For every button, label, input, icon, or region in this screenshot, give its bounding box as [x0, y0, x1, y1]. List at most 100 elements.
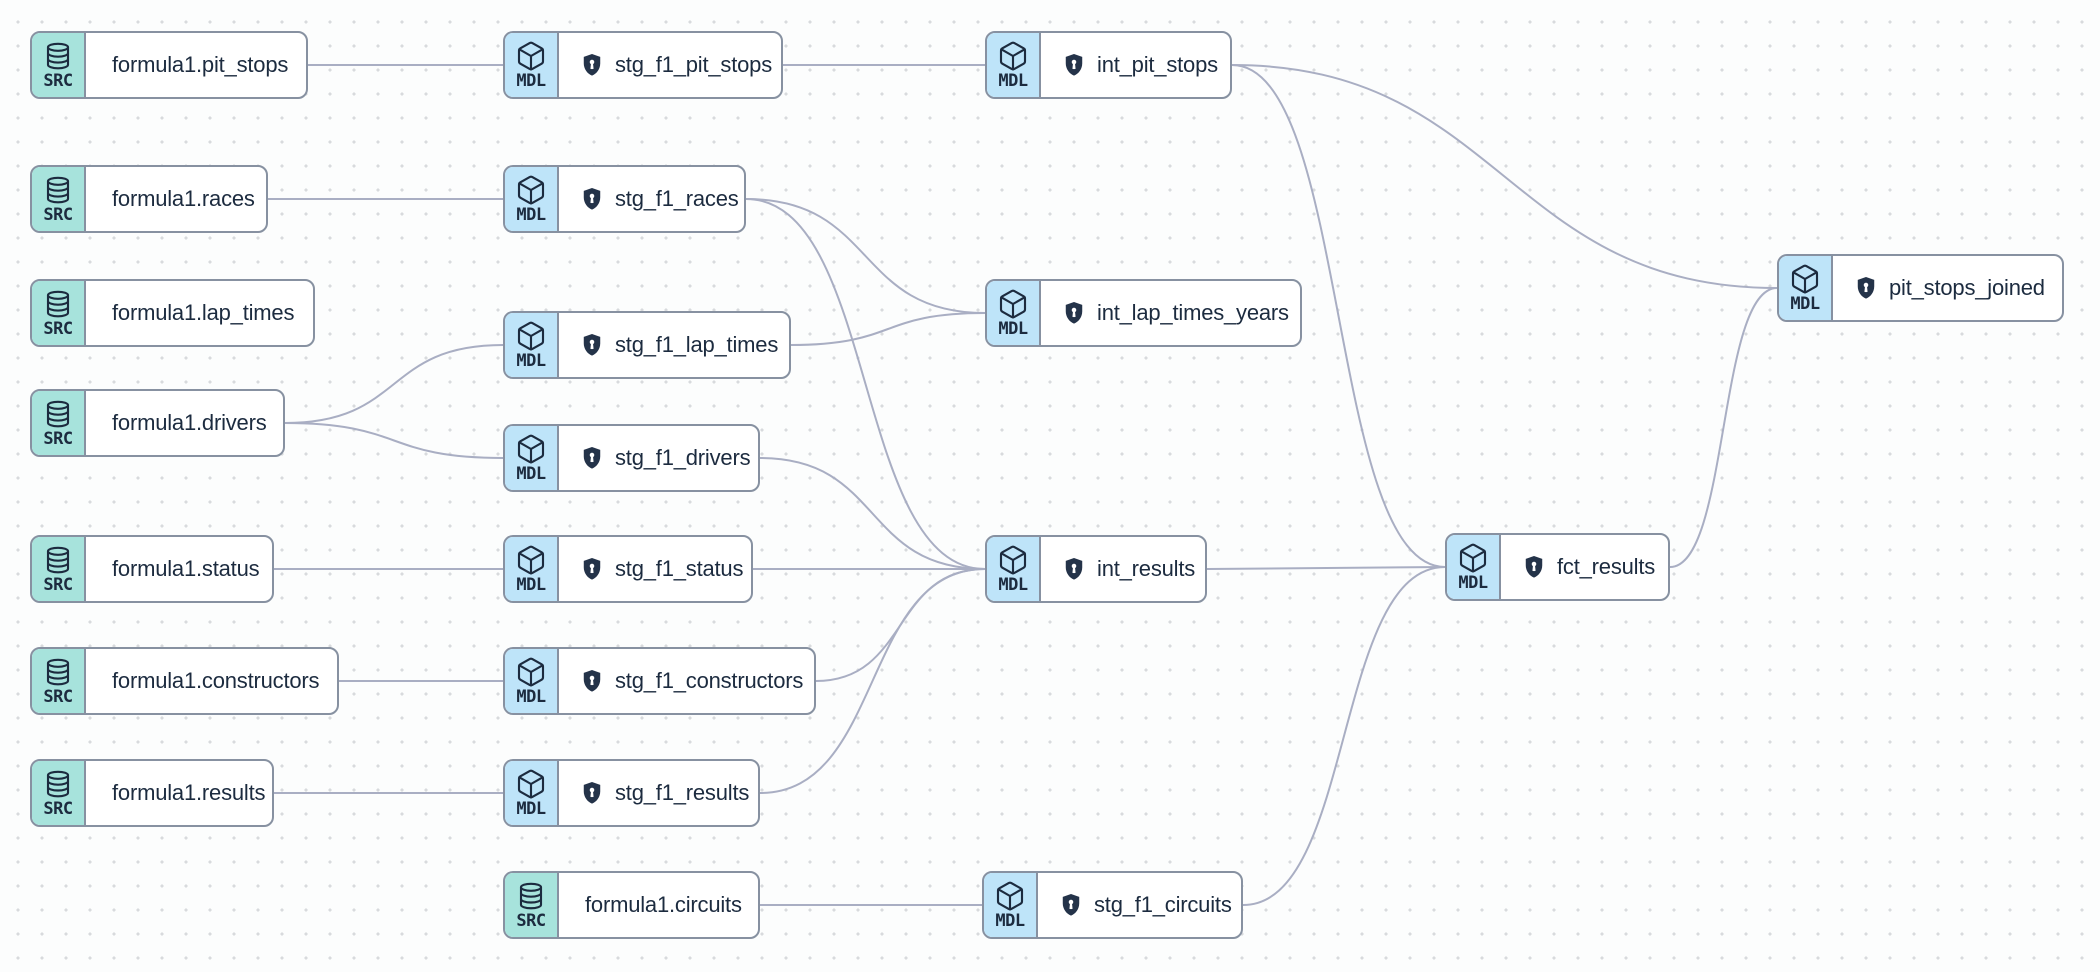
- node-label: formula1.drivers: [112, 410, 267, 435]
- edge-stg_f1_races-to-int_lap_times_years: [745, 198, 986, 314]
- node-body: formula1.races: [86, 167, 266, 231]
- type-badge-label: SRC: [516, 911, 546, 931]
- cube-icon: [517, 657, 545, 687]
- type-badge-label: MDL: [998, 575, 1028, 595]
- cube-icon: [999, 289, 1027, 319]
- database-icon: [46, 658, 70, 686]
- edge-stg_f1_races-to-int_results: [745, 198, 986, 570]
- lineage-node-stg_f1_lap_times[interactable]: MDL stg_f1_lap_times: [503, 311, 791, 379]
- cube-icon: [996, 881, 1024, 911]
- node-body: formula1.circuits: [559, 873, 758, 937]
- model-type-badge: MDL: [1447, 535, 1501, 599]
- node-label: int_lap_times_years: [1097, 300, 1289, 325]
- shield-lock-icon: [583, 669, 601, 692]
- node-body: int_lap_times_years: [1041, 281, 1300, 345]
- node-label: stg_f1_circuits: [1094, 892, 1232, 917]
- type-badge-label: SRC: [43, 575, 73, 595]
- node-label: stg_f1_status: [615, 556, 744, 581]
- node-label: int_pit_stops: [1097, 52, 1218, 77]
- lineage-node-fct_results[interactable]: MDL fct_results: [1445, 533, 1670, 601]
- model-type-badge: MDL: [505, 167, 559, 231]
- node-label: formula1.results: [112, 780, 266, 805]
- node-label: stg_f1_races: [615, 186, 739, 211]
- lineage-node-stg_f1_constructors[interactable]: MDL stg_f1_constructors: [503, 647, 816, 715]
- cube-icon: [999, 545, 1027, 575]
- model-type-badge: MDL: [987, 281, 1041, 345]
- source-type-badge: SRC: [32, 33, 86, 97]
- node-body: pit_stops_joined: [1833, 256, 2062, 320]
- cube-icon: [517, 545, 545, 575]
- node-body: stg_f1_constructors: [559, 649, 814, 713]
- lineage-node-int_pit_stops[interactable]: MDL int_pit_stops: [985, 31, 1232, 99]
- shield-lock-icon: [1525, 555, 1543, 578]
- node-label: pit_stops_joined: [1889, 275, 2045, 300]
- type-badge-label: MDL: [516, 687, 546, 707]
- type-badge-label: MDL: [516, 464, 546, 484]
- cube-icon: [1459, 543, 1487, 573]
- database-icon: [46, 400, 70, 428]
- model-type-badge: MDL: [987, 33, 1041, 97]
- node-label: int_results: [1097, 556, 1196, 581]
- model-type-badge: MDL: [987, 537, 1041, 601]
- node-body: fct_results: [1501, 535, 1668, 599]
- type-badge-label: MDL: [998, 71, 1028, 91]
- model-type-badge: MDL: [505, 761, 559, 825]
- lineage-node-src_races[interactable]: SRC formula1.races: [30, 165, 268, 233]
- cube-icon: [999, 41, 1027, 71]
- type-badge-label: SRC: [43, 205, 73, 225]
- model-type-badge: MDL: [505, 426, 559, 490]
- node-body: stg_f1_races: [559, 167, 744, 231]
- shield-lock-icon: [1065, 557, 1083, 580]
- type-badge-label: MDL: [995, 911, 1025, 931]
- shield-lock-icon: [583, 781, 601, 804]
- cube-icon: [517, 175, 545, 205]
- type-badge-label: SRC: [43, 319, 73, 339]
- node-body: formula1.drivers: [86, 391, 283, 455]
- lineage-node-src_circuits[interactable]: SRC formula1.circuits: [503, 871, 760, 939]
- shield-lock-icon: [1062, 893, 1080, 916]
- node-body: stg_f1_lap_times: [559, 313, 789, 377]
- shield-lock-icon: [583, 187, 601, 210]
- model-type-badge: MDL: [1779, 256, 1833, 320]
- model-type-badge: MDL: [505, 537, 559, 601]
- node-body: formula1.constructors: [86, 649, 337, 713]
- node-label: stg_f1_pit_stops: [615, 52, 773, 77]
- node-label: formula1.lap_times: [112, 300, 295, 325]
- node-label: formula1.pit_stops: [112, 52, 289, 77]
- type-badge-label: MDL: [516, 575, 546, 595]
- lineage-node-src_drivers[interactable]: SRC formula1.drivers: [30, 389, 285, 457]
- lineage-node-src_status[interactable]: SRC formula1.status: [30, 535, 274, 603]
- node-body: formula1.status: [86, 537, 272, 601]
- database-icon: [46, 176, 70, 204]
- type-badge-label: MDL: [516, 799, 546, 819]
- database-icon: [46, 770, 70, 798]
- lineage-node-stg_f1_status[interactable]: MDL stg_f1_status: [503, 535, 753, 603]
- model-type-badge: MDL: [505, 649, 559, 713]
- lineage-node-src_pit_stops[interactable]: SRC formula1.pit_stops: [30, 31, 308, 99]
- lineage-node-int_results[interactable]: MDL int_results: [985, 535, 1207, 603]
- lineage-node-stg_f1_races[interactable]: MDL stg_f1_races: [503, 165, 746, 233]
- lineage-node-stg_f1_circuits[interactable]: MDL stg_f1_circuits: [982, 871, 1243, 939]
- edge-int_pit_stops-to-pit_stops_joined: [1231, 64, 1778, 289]
- shield-lock-icon: [1065, 53, 1083, 76]
- database-icon: [519, 882, 543, 910]
- type-badge-label: MDL: [1458, 573, 1488, 593]
- lineage-node-int_lap_times_years[interactable]: MDL int_lap_times_years: [985, 279, 1302, 347]
- cube-icon: [517, 434, 545, 464]
- source-type-badge: SRC: [32, 649, 86, 713]
- cube-icon: [517, 41, 545, 71]
- type-badge-label: MDL: [516, 351, 546, 371]
- lineage-node-src_lap_times[interactable]: SRC formula1.lap_times: [30, 279, 315, 347]
- type-badge-label: MDL: [516, 205, 546, 225]
- model-type-badge: MDL: [505, 313, 559, 377]
- lineage-node-pit_stops_joined[interactable]: MDL pit_stops_joined: [1777, 254, 2064, 322]
- source-type-badge: SRC: [32, 391, 86, 455]
- edge-int_results-to-fct_results: [1206, 566, 1446, 570]
